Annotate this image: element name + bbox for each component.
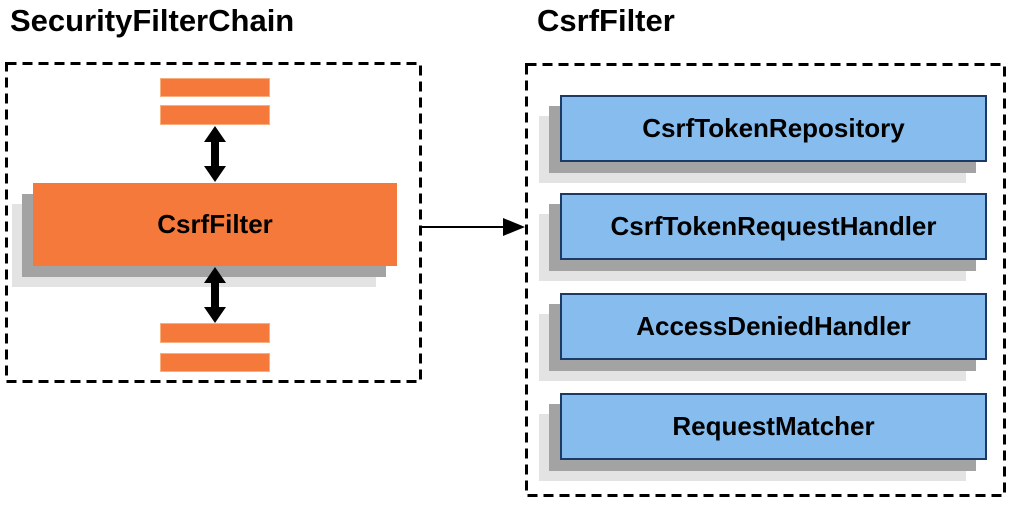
component-label: AccessDeniedHandler [560, 293, 987, 360]
bidirectional-arrow-icon [204, 126, 226, 182]
component-box-csrf-token-request-handler: CsrfTokenRequestHandler [539, 193, 987, 281]
csrf-filter-box-label: CsrfFilter [33, 183, 397, 266]
filter-placeholder-bar [160, 323, 270, 343]
filter-placeholder-bar [160, 78, 270, 97]
bidirectional-arrow-icon [204, 267, 226, 323]
component-box-access-denied-handler: AccessDeniedHandler [539, 293, 987, 381]
component-label: CsrfTokenRequestHandler [560, 193, 987, 260]
security-filter-chain-container [5, 62, 422, 383]
csrf-filter-box: CsrfFilter [12, 183, 397, 287]
csrf-filter-container [525, 63, 1006, 497]
csrf-filter-title: CsrfFilter [537, 3, 675, 38]
component-box-request-matcher: RequestMatcher [539, 393, 987, 481]
security-filter-chain-title: SecurityFilterChain [10, 3, 295, 38]
filter-placeholder-bar [160, 105, 270, 125]
component-label: CsrfTokenRepository [560, 95, 987, 162]
component-label: RequestMatcher [560, 393, 987, 460]
component-box-csrf-token-repository: CsrfTokenRepository [539, 95, 987, 183]
flow-arrow-line [421, 226, 505, 228]
filter-placeholder-bar [160, 353, 270, 372]
flow-arrow-head-icon [503, 218, 525, 236]
